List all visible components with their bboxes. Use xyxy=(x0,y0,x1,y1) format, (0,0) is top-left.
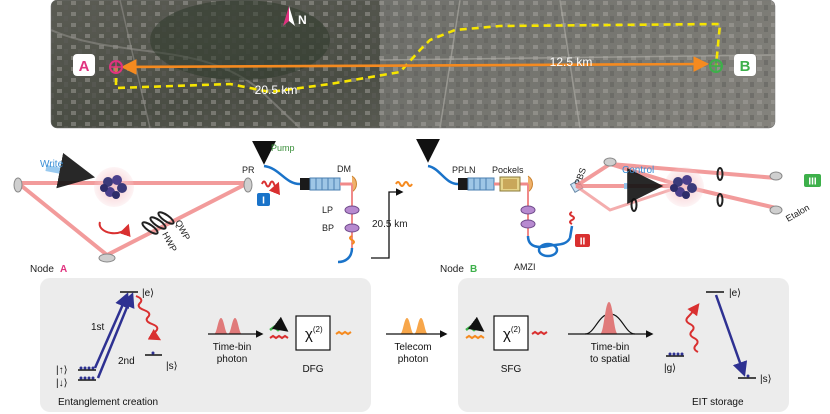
pump-label: Pump xyxy=(271,143,295,153)
control-label: Control xyxy=(622,165,654,176)
ppln-crystal-b xyxy=(458,177,495,191)
circulation-arrow-icon xyxy=(98,221,131,238)
bp-label: BP xyxy=(322,223,334,233)
level-down: |↓⟩ xyxy=(56,378,68,389)
hwp-label: HWP xyxy=(160,230,179,253)
amzi-interferometer xyxy=(526,225,574,258)
panel-left xyxy=(40,278,371,412)
node-b-marker xyxy=(709,59,723,73)
north-arrow-icon xyxy=(283,6,295,26)
time-bin-to-spatial-line2: to spatial xyxy=(590,354,630,365)
node-a-map-label: A xyxy=(79,58,90,75)
node-a-setup: Write QWP HWP PR Pump DM xyxy=(13,140,360,275)
badge-ii-label: II xyxy=(580,237,586,248)
level-up: |↑⟩ xyxy=(56,365,68,376)
atom-cloud-b xyxy=(664,167,704,207)
fiber-route-dashed xyxy=(114,22,722,94)
dfg-chi: χ(2) xyxy=(305,325,323,343)
first-excitation-label: 1st xyxy=(91,322,105,333)
node-a-letter: A xyxy=(60,264,67,275)
ppln-label: PPLN xyxy=(452,165,476,175)
sfg-process xyxy=(465,315,548,351)
satellite-map: N A B 20.5 km 12.5 km xyxy=(50,0,776,129)
straight-distance-arrow xyxy=(120,56,710,75)
fiber-link: 20.5 km xyxy=(371,188,408,259)
sfg-chi: χ(2) xyxy=(503,325,521,343)
photon-wiggle-b xyxy=(569,211,575,225)
amzi-label: AMZI xyxy=(514,262,536,272)
eit-storage-label: EIT storage xyxy=(692,397,744,408)
emission-wiggle-left xyxy=(135,295,162,341)
photon-wiggle-a xyxy=(261,180,281,196)
level-e-left: |e⟩ xyxy=(142,288,154,299)
waveplates xyxy=(141,211,175,235)
second-excitation-label: 2nd xyxy=(118,356,135,367)
telecom-photon-line2: photon xyxy=(398,354,429,365)
time-bin-to-spatial-line1: Time-bin xyxy=(591,342,630,353)
entanglement-creation-label: Entanglement creation xyxy=(58,397,158,408)
node-b-map-label: B xyxy=(740,58,751,75)
dichroic-mirror xyxy=(351,175,357,193)
telecom-photon-line1: Telecom xyxy=(394,342,431,353)
dfg-label: DFG xyxy=(302,364,323,375)
sfg-label: SFG xyxy=(501,364,522,375)
telecom-pulses xyxy=(386,318,448,338)
time-bin-pulses xyxy=(208,318,264,338)
photon-wiggle-telecom-a xyxy=(349,235,355,245)
level-scheme-right xyxy=(666,291,756,379)
atom-cloud-a xyxy=(94,167,134,207)
level-s-right: |s⟩ xyxy=(760,374,772,385)
level-s-left: |s⟩ xyxy=(166,361,178,372)
node-b-letter: B xyxy=(470,264,477,275)
time-bin-photon-line2: photon xyxy=(217,354,248,365)
write-label: Write xyxy=(40,159,64,170)
ppln-crystal-a xyxy=(300,177,341,191)
dfg-process xyxy=(269,315,352,351)
panel-right xyxy=(458,278,789,412)
write-beam-arrow xyxy=(45,152,96,189)
badge-i xyxy=(257,193,270,206)
node-a-marker xyxy=(109,60,123,74)
fiber-length-label: 20.5 km xyxy=(372,219,408,230)
etalon-label: Etalon xyxy=(784,202,811,223)
pockels-label: Pockels xyxy=(492,165,524,175)
node-b-word: Node xyxy=(440,264,464,275)
time-bin-photon-line1: Time-bin xyxy=(213,342,252,353)
map-distance-straight: 12.5 km xyxy=(550,55,593,69)
badge-ii xyxy=(575,234,590,247)
level-e-right: |e⟩ xyxy=(729,288,741,299)
map-distance-route: 20.5 km xyxy=(255,83,298,97)
node-b-setup: PPLN Pockels AMZI II PBS xyxy=(395,138,821,275)
level-g: |g⟩ xyxy=(664,363,676,374)
qwp-label: QWP xyxy=(173,218,192,242)
badge-iii xyxy=(804,174,821,187)
pr-label: PR xyxy=(242,165,255,175)
time-bin-to-spatial-pulse xyxy=(568,302,654,338)
photon-wiggle-telecom-b xyxy=(395,181,413,187)
lp-label: LP xyxy=(322,205,333,215)
absorption-wiggle-right xyxy=(685,303,700,353)
badge-iii-label: III xyxy=(808,177,817,188)
node-a-word: Node xyxy=(30,264,54,275)
dm-label: DM xyxy=(337,164,351,174)
pockels-cell xyxy=(499,176,521,192)
north-label: N xyxy=(298,13,307,27)
badge-i-label: I xyxy=(262,196,265,207)
level-scheme-left xyxy=(78,291,162,381)
